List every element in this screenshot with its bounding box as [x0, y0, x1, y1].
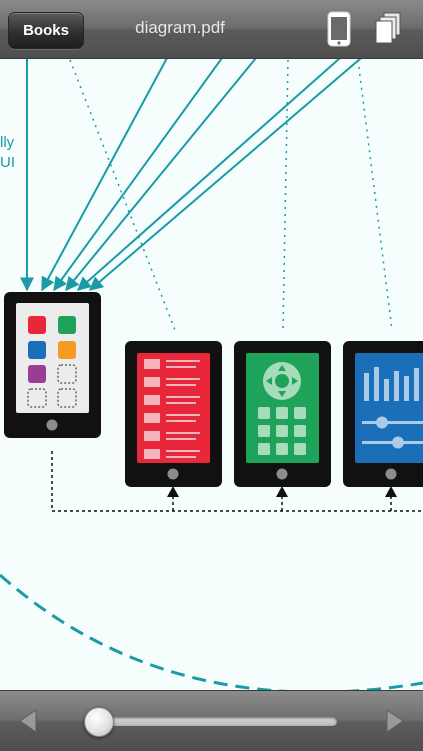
caption-line-2: UI [0, 154, 15, 171]
bottom-toolbar [0, 690, 423, 751]
books-back-button[interactable]: Books [8, 12, 84, 49]
page-slider-thumb[interactable] [84, 707, 114, 737]
page-thumbnails-icon[interactable] [372, 12, 402, 46]
dashed-arc [0, 573, 423, 690]
pdf-page-view[interactable]: lly UI [0, 59, 423, 690]
top-toolbar: Books diagram.pdf [0, 0, 423, 59]
connector-arrowheads [167, 486, 397, 497]
single-page-icon[interactable] [326, 11, 352, 47]
tablet-list-red [125, 341, 222, 487]
solid-arrows [20, 59, 362, 292]
tablet-app-grid [4, 292, 101, 438]
tablet-equalizer-blue [343, 341, 423, 487]
document-title: diagram.pdf [135, 18, 225, 37]
previous-arrow-icon[interactable] [16, 708, 40, 734]
page-slider-track[interactable] [95, 717, 337, 726]
next-arrow-icon[interactable] [383, 708, 407, 734]
diagram-graphic [0, 59, 423, 690]
tablet-remote-green [234, 341, 331, 487]
caption-line-1: lly [0, 134, 15, 151]
dotted-lines [69, 59, 393, 331]
cut-off-caption: lly UI [0, 133, 15, 173]
connector-lines [51, 451, 423, 512]
